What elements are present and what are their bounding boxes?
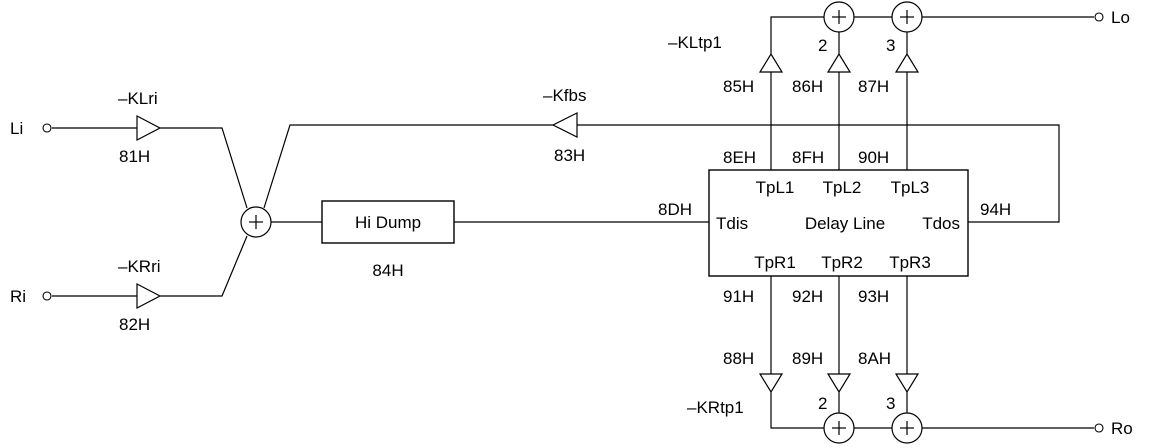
gain-addr-81h: 81H bbox=[119, 147, 150, 166]
gain-amp-kl-ri: –KLri 81H bbox=[118, 89, 162, 166]
tap-amp-l3: 3 87H bbox=[858, 36, 920, 96]
hi-dump-addr: 84H bbox=[372, 261, 403, 280]
output-label-lo: Lo bbox=[1111, 8, 1130, 27]
gain-amp-kr-ri: –KRri 82H bbox=[118, 257, 162, 334]
delay-line-out-port: Tdos bbox=[922, 214, 960, 233]
delay-line-label: Delay Line bbox=[805, 214, 885, 233]
tap-label-kr-tp1: –KRtp1 bbox=[687, 398, 744, 417]
output-summer-l3 bbox=[891, 1, 923, 33]
delay-line-block: Delay Line Tdis Tdos TpL1 TpL2 TpL3 TpR1… bbox=[708, 169, 969, 277]
tap-label-kl-tp1: –KLtp1 bbox=[668, 33, 722, 52]
gain-label-kr-ri: –KRri bbox=[118, 257, 161, 276]
tap-amp-r2: 2 89H bbox=[792, 349, 852, 413]
output-label-ro: Ro bbox=[1111, 419, 1133, 438]
tap-addr-92h: 92H bbox=[792, 287, 823, 306]
tap-amp-kr-tp1: –KRtp1 88H bbox=[687, 349, 784, 417]
tap-amp-l2: 2 86H bbox=[792, 36, 852, 96]
tap-addr-8fh: 8FH bbox=[792, 148, 824, 167]
input-label-ri: Ri bbox=[10, 287, 26, 306]
delay-line-in-port: Tdis bbox=[716, 214, 748, 233]
tap-addr-86h: 86H bbox=[792, 77, 823, 96]
output-summer-l2 bbox=[823, 1, 855, 33]
tap-label-r3: 3 bbox=[886, 394, 895, 413]
hi-dump-label: Hi Dump bbox=[355, 213, 421, 232]
output-summer-r2 bbox=[823, 412, 855, 444]
output-summer-r3 bbox=[891, 412, 923, 444]
delay-line-tap-l2: TpL2 bbox=[823, 178, 862, 197]
tap-addr-8ah: 8AH bbox=[858, 349, 891, 368]
tap-addr-88h: 88H bbox=[723, 349, 754, 368]
tap-label-l3: 3 bbox=[886, 36, 895, 55]
gain-label-kfbs: –Kfbs bbox=[543, 86, 586, 105]
output-port-lo: Lo bbox=[1094, 8, 1130, 27]
delay-line-tap-l1: TpL1 bbox=[756, 178, 795, 197]
gain-addr-83h: 83H bbox=[554, 146, 585, 165]
gain-addr-82h: 82H bbox=[119, 315, 150, 334]
input-summer bbox=[240, 206, 272, 238]
delay-line-tap-r2: TpR2 bbox=[821, 253, 863, 272]
output-port-ro: Ro bbox=[1094, 419, 1133, 438]
tap-addr-91h: 91H bbox=[723, 287, 754, 306]
tap-addr-89h: 89H bbox=[792, 349, 823, 368]
delay-line-tap-r3: TpR3 bbox=[889, 253, 931, 272]
gain-amp-kfbs: –Kfbs 83H bbox=[543, 86, 586, 165]
delay-line-tap-l3: TpL3 bbox=[891, 178, 930, 197]
tap-addr-85h: 85H bbox=[723, 77, 754, 96]
gain-label-kl-ri: –KLri bbox=[118, 89, 158, 108]
tap-amp-kl-tp1: –KLtp1 85H bbox=[668, 33, 784, 96]
delay-line-tap-r1: TpR1 bbox=[754, 253, 796, 272]
hi-dump-block: Hi Dump 84H bbox=[321, 200, 455, 280]
delay-line-out-addr: 94H bbox=[980, 200, 1011, 219]
input-port-ri: Ri bbox=[10, 287, 52, 306]
tap-label-r2: 2 bbox=[818, 394, 827, 413]
input-label-li: Li bbox=[10, 119, 23, 138]
delay-line-in-addr: 8DH bbox=[658, 200, 692, 219]
tap-amp-r3: 3 8AH bbox=[858, 349, 920, 413]
input-port-li: Li bbox=[10, 119, 52, 138]
signal-wires bbox=[52, 16, 1094, 429]
tap-addr-8eh: 8EH bbox=[723, 148, 756, 167]
tap-addr-93h: 93H bbox=[858, 287, 889, 306]
tap-label-l2: 2 bbox=[818, 36, 827, 55]
tap-addr-87h: 87H bbox=[858, 77, 889, 96]
tap-addr-90h: 90H bbox=[858, 148, 889, 167]
